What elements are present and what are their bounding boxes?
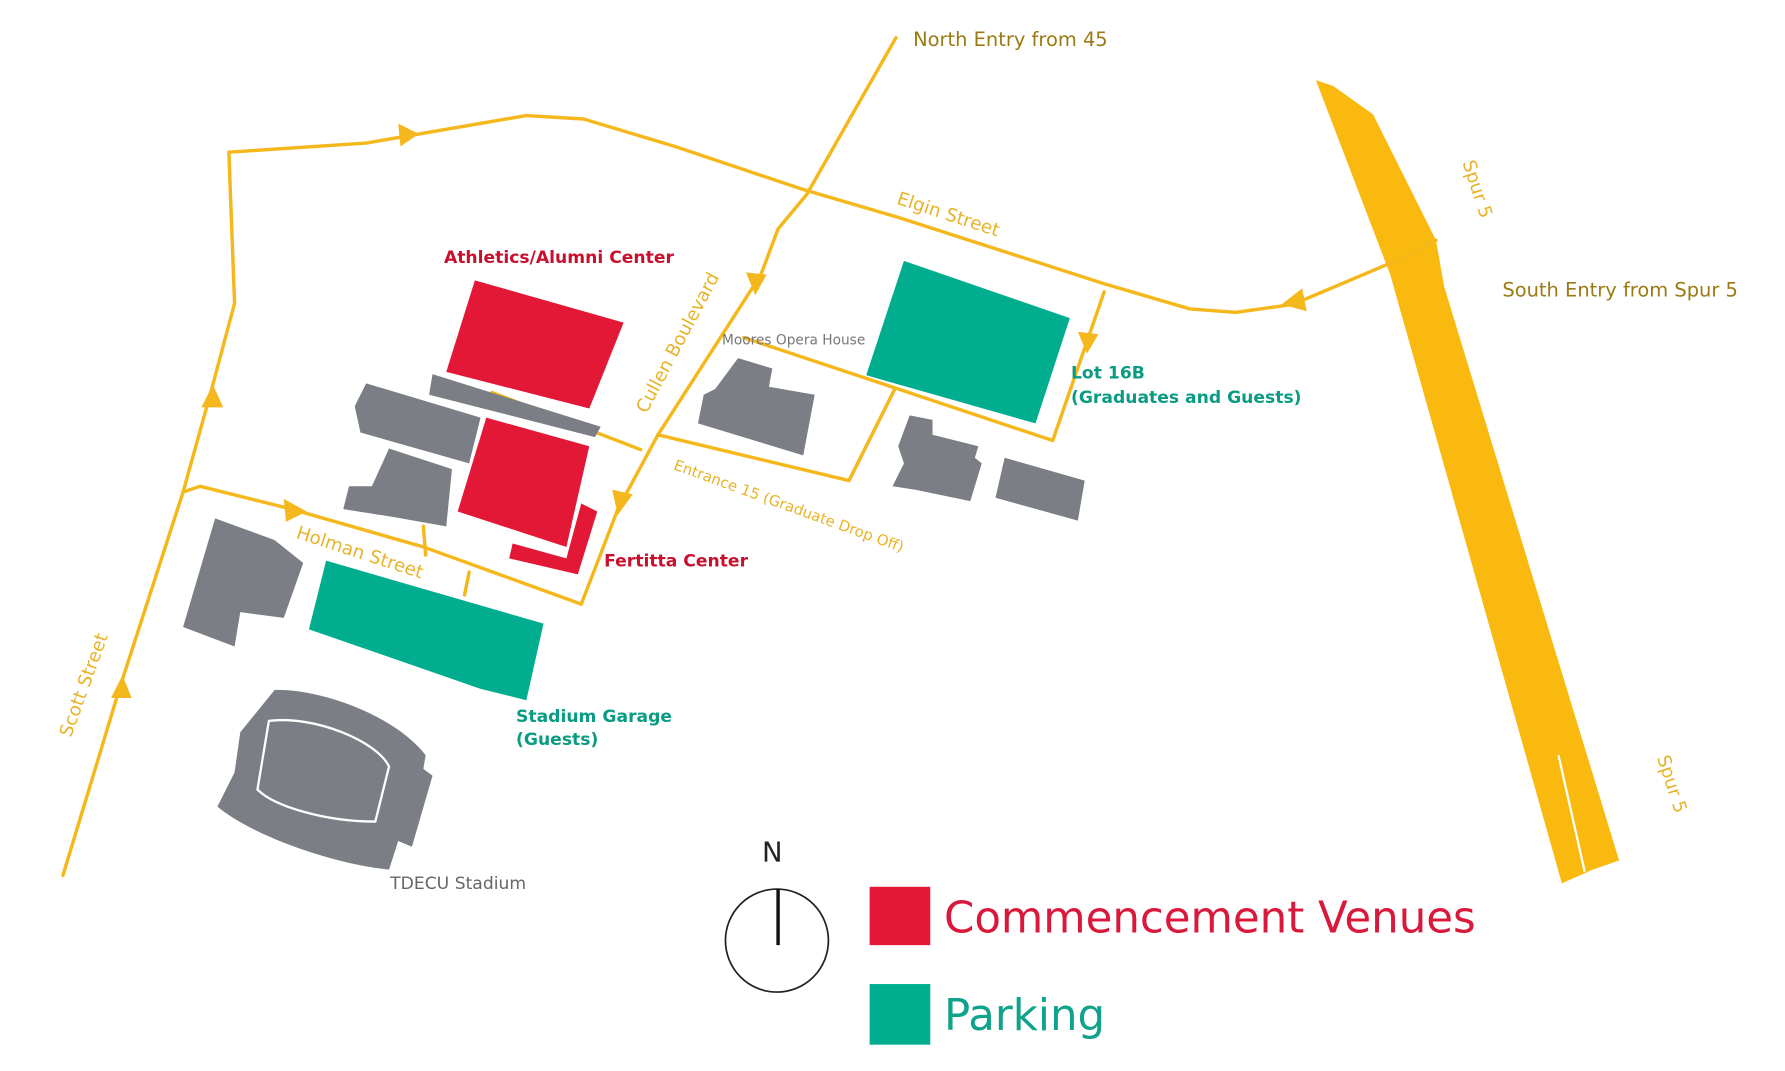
direction-arrow [201, 384, 224, 408]
building [343, 448, 452, 527]
svg-text:N: N [762, 838, 783, 869]
direction-arrow [1077, 331, 1099, 354]
label-stadium-garage: Stadium Garage [516, 707, 672, 727]
direction-arrow [110, 675, 132, 698]
direction-arrow [612, 489, 633, 515]
tdecu-stadium [217, 689, 433, 870]
direction-arrow [283, 498, 307, 522]
road-spur [421, 524, 428, 557]
building [183, 518, 304, 647]
road-entrance-15 [656, 387, 897, 483]
direction-arrow [1281, 288, 1307, 312]
label-fertitta-center: Fertitta Center [604, 551, 748, 571]
stadium-garage [308, 560, 544, 701]
building [892, 415, 982, 502]
label-spur-5-upper: Spur 5 [1458, 158, 1496, 221]
legend-swatch-parking [869, 984, 931, 1045]
fertitta-center-annex [509, 503, 598, 575]
label-south-entry: South Entry from Spur 5 [1502, 278, 1738, 301]
label-north-entry: North Entry from 45 [913, 28, 1108, 51]
label-lot-16b: Lot 16B [1071, 364, 1145, 384]
north-compass-icon: N [724, 838, 830, 993]
legend-label-parking: Parking [944, 991, 1105, 1041]
building-opera-house [697, 358, 815, 456]
fertitta-center [457, 417, 590, 547]
spur-5-highway [1315, 80, 1620, 884]
building [429, 374, 601, 438]
legend-swatch-venues [869, 886, 931, 946]
label-scott-street: Scott Street [56, 630, 113, 739]
building [995, 457, 1085, 521]
label-entrance-15: Entrance 15 (Graduate Drop Off) [671, 456, 906, 556]
label-stadium-garage-sub: (Guests) [516, 730, 598, 750]
highway-divider [1557, 754, 1586, 873]
legend-label-venues: Commencement Venues [944, 894, 1476, 944]
direction-arrow [398, 123, 419, 147]
road-spur [462, 570, 471, 597]
direction-arrow [746, 272, 767, 296]
label-moores-opera-house: Moores Opera House [722, 332, 865, 348]
legend: Commencement Venues Parking [869, 886, 1476, 1045]
label-athletics-alumni-center: Athletics/Alumni Center [444, 248, 675, 268]
lot-16b [866, 260, 1070, 424]
athletics-alumni-center [446, 280, 624, 409]
building [354, 383, 481, 464]
label-spur-5-lower: Spur 5 [1652, 753, 1690, 816]
label-lot-16b-sub: (Graduates and Guests) [1071, 388, 1301, 408]
label-tdecu-stadium: TDECU Stadium [389, 874, 526, 894]
